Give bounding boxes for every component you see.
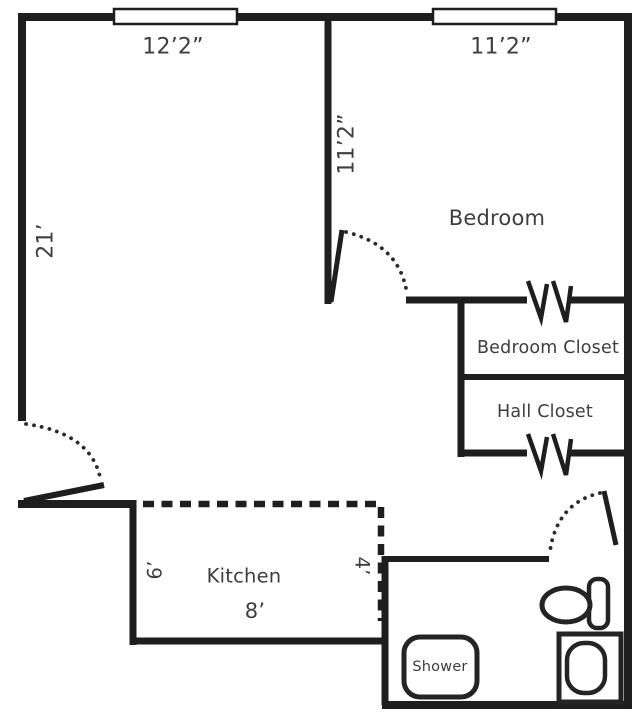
entry-door-swing-arc xyxy=(24,422,102,479)
hall-closet-door-icon xyxy=(525,433,574,480)
room-label-bedroom: Bedroom xyxy=(448,206,546,230)
room-label-bedroom-closet: Bedroom Closet xyxy=(476,338,620,358)
bathroom-door-swing-arc xyxy=(548,491,602,553)
dimension-kitchen-width: 8’ xyxy=(244,599,266,623)
room-label-kitchen: Kitchen xyxy=(206,564,282,588)
bathroom-door-leaf xyxy=(601,490,619,546)
entry-door-leaf xyxy=(23,482,105,504)
dimension-bedroom-wall-height: 11’2” xyxy=(334,113,360,175)
room-label-hall-closet: Hall Closet xyxy=(497,402,593,422)
dimension-top-left-width: 12’2” xyxy=(142,34,204,60)
dimension-left-side-height: 21’ xyxy=(33,223,59,259)
dimension-top-right-width: 11’2” xyxy=(470,34,532,60)
bedroom-door-leaf xyxy=(328,229,345,303)
window-icon-top-left xyxy=(112,7,239,26)
room-label-shower: Shower xyxy=(412,659,468,675)
window-icon-top-right xyxy=(431,7,558,26)
dimension-kitchen-right: 4’ xyxy=(350,556,374,576)
sink-basin-icon xyxy=(564,640,608,696)
shower-icon xyxy=(401,634,480,700)
dimension-kitchen-left: 6’ xyxy=(143,560,167,580)
bedroom-door-swing-arc xyxy=(344,230,409,296)
toilet-bowl-icon xyxy=(539,585,593,625)
bedroom-closet-door-icon xyxy=(525,280,574,327)
